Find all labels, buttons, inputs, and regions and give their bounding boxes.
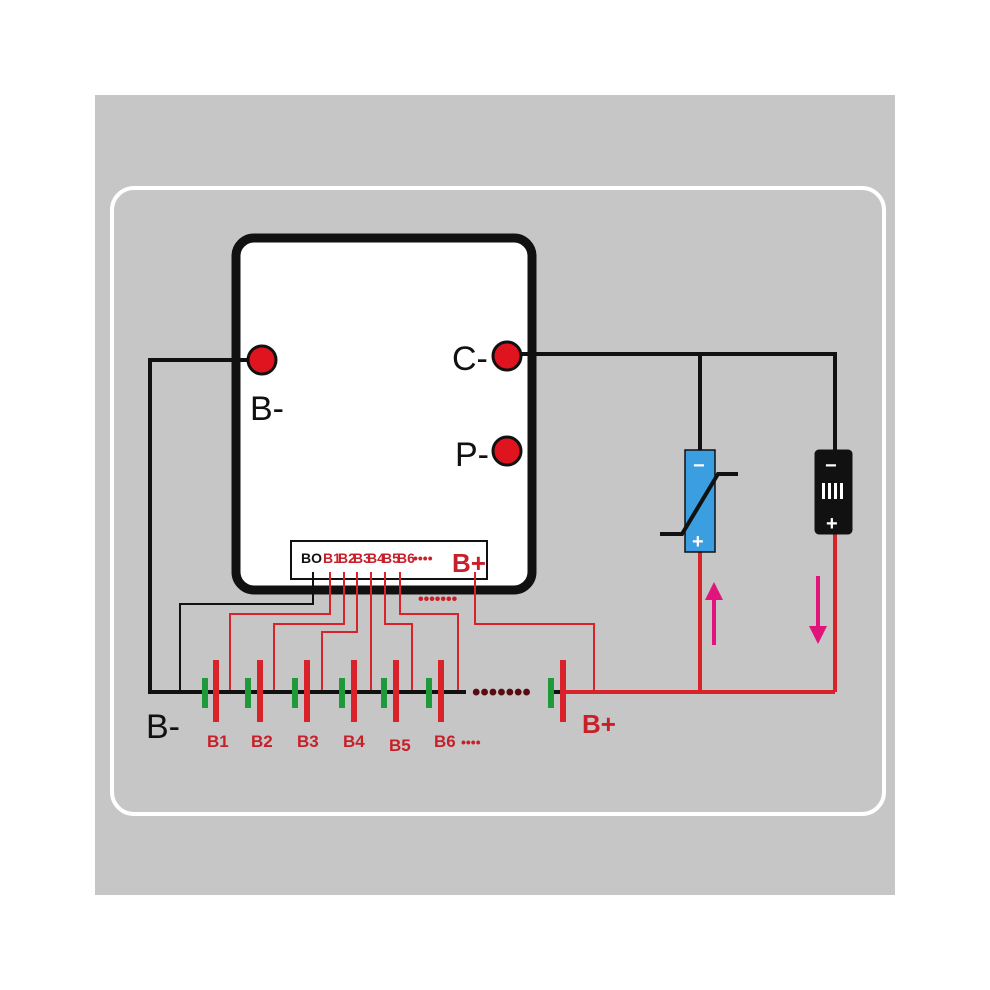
b-minus-pad-label: B-	[250, 390, 284, 428]
arrow-up-icon	[705, 582, 723, 600]
cell-label: B4	[343, 732, 365, 751]
b2-wire	[273, 572, 345, 692]
charger-plus: +	[692, 531, 704, 553]
battery-cells	[202, 660, 566, 722]
c-minus-pad-label: C-	[452, 340, 488, 378]
cell-negative-plate	[245, 678, 251, 708]
cell-positive-plate	[393, 660, 399, 722]
pack-dots: •••••••	[472, 679, 531, 706]
connector-dots: •••••••	[418, 591, 458, 608]
connector-taps: B1 B2 B3 B4 B5 B6 ••••	[323, 550, 433, 566]
load-plus: +	[826, 513, 838, 535]
c-minus-wire	[506, 352, 837, 452]
cell-positive-plate	[304, 660, 310, 722]
load-minus: −	[825, 455, 837, 477]
load-bar	[834, 483, 837, 499]
red-main-wires	[566, 534, 837, 694]
charger: − +	[660, 449, 738, 553]
pack-b-minus-label: B-	[146, 708, 180, 746]
b5-wire	[384, 572, 413, 692]
load: − +	[814, 449, 853, 535]
cell-negative-plate	[381, 678, 387, 708]
load-bar	[828, 483, 831, 499]
cell-negative-plate	[548, 678, 554, 708]
connector-tap: B3	[353, 550, 371, 566]
connector-more: ••••	[413, 550, 433, 566]
connector-b0: BO	[301, 550, 322, 566]
cell-negative-plate	[292, 678, 298, 708]
cell-positive-plate	[351, 660, 357, 722]
charger-regulator-symbol	[660, 472, 738, 536]
cell-label: B5	[389, 736, 411, 755]
b0-wire	[179, 572, 314, 692]
p-minus-pad-label: P-	[455, 436, 489, 474]
cell-label: B6	[434, 732, 456, 751]
balance-connector	[290, 540, 488, 580]
cell-label-more: ••••	[461, 734, 481, 750]
b-minus-pad	[246, 344, 278, 376]
charge-current-arrow	[705, 582, 723, 645]
cell-negative-plate	[202, 678, 208, 708]
load-bar	[840, 483, 843, 499]
charger-minus: −	[693, 455, 705, 477]
load-icon	[814, 449, 853, 535]
connector-tap: B1	[323, 550, 341, 566]
cell-label: B2	[251, 732, 273, 751]
cell-positive-plate	[560, 660, 566, 722]
cell-negative-plate	[426, 678, 432, 708]
connector-b-plus: B+	[452, 548, 486, 578]
cell-label: B3	[297, 732, 319, 751]
cell-negative-plate	[339, 678, 345, 708]
arrow-down-icon	[809, 626, 827, 644]
cell-positive-plate	[257, 660, 263, 722]
p-minus-pad	[491, 435, 523, 467]
cell-label: B1	[207, 732, 229, 751]
b3-wire	[321, 572, 358, 692]
b6-wire	[399, 572, 459, 692]
balance-wires	[179, 572, 595, 692]
connector-tap: B4	[367, 550, 385, 566]
pack-b-plus-label: B+	[582, 709, 616, 739]
connector-tap: B2	[338, 550, 356, 566]
connector-tap: B5	[382, 550, 400, 566]
cell-labels: B1 B2 B3 B4 B5 B6 ••••	[207, 732, 481, 755]
load-bar	[822, 483, 825, 499]
b1-wire	[229, 572, 331, 692]
cell-positive-plate	[213, 660, 219, 722]
cell-positive-plate	[438, 660, 444, 722]
b-plus-wire	[474, 572, 595, 692]
c-minus-pad	[491, 340, 523, 372]
connector-tap: B6	[397, 550, 415, 566]
discharge-current-arrow	[809, 576, 827, 644]
